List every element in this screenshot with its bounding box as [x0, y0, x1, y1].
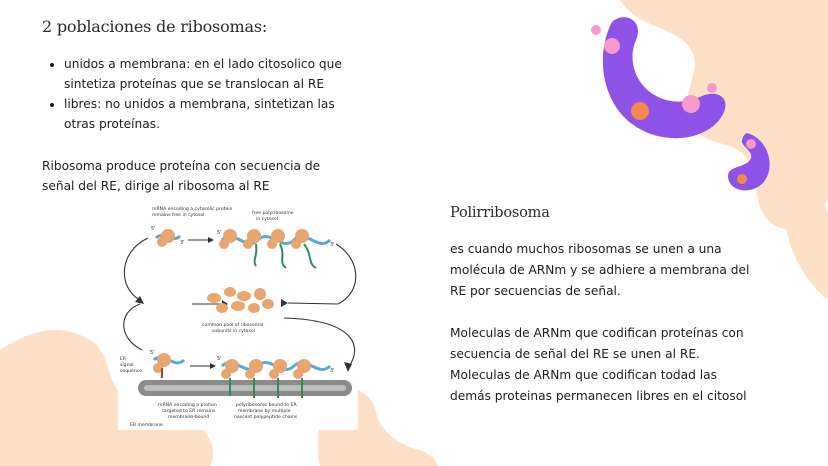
arrowhead: [344, 362, 352, 372]
peach-blob-right-edge: [785, 195, 828, 300]
label-er-signal-sequence: ER signal sequence: [120, 356, 142, 374]
polypeptide-chain: [253, 243, 258, 267]
bullet-item: libres: no unidos a membrana, sintetizan…: [64, 94, 364, 134]
polirribosoma-paragraph-2: Moleculas de ARNm que codifican proteína…: [450, 326, 747, 403]
three-prime-label: 3': [330, 368, 335, 374]
ribosome-icon: [243, 229, 261, 249]
cycle-arrow-lower-left: [123, 303, 143, 351]
page-title: 2 poblaciones de ribosomas:: [42, 17, 268, 36]
five-prime-label: 5': [217, 230, 222, 236]
arrowhead: [281, 299, 288, 307]
label-subunit-pool: common pool of ribosomal subunits in cyt…: [202, 322, 265, 334]
ribosome-icon: [157, 237, 167, 247]
crescent-spot: [682, 95, 700, 113]
small-crescent-spot: [737, 174, 747, 184]
ribosome-icon: [219, 229, 237, 249]
peach-blob-bottom-left: [0, 329, 214, 466]
ribosome-icon: [221, 359, 239, 379]
five-prime-label: 5': [217, 356, 222, 362]
cycle-arrow-left: [123, 237, 149, 301]
label-bound-polyribosome: polyribosome bound to ER membrane by mul…: [234, 402, 298, 420]
arrowhead: [210, 363, 216, 369]
three-prime-label: 3': [330, 242, 335, 248]
label-mrna-cytosolic: mRNA encoding a cytosolic protein remain…: [152, 206, 234, 218]
polirribosoma-paragraph-1: es cuando muchos ribosomas se unen a una…: [450, 242, 750, 298]
polypeptide-chain: [279, 243, 287, 269]
crescent-spot: [591, 25, 601, 35]
peach-blob-top-right: [620, 0, 828, 230]
ribosome-icon: [293, 359, 311, 379]
arrowhead: [135, 296, 144, 304]
cycle-arrow-lower-right: [283, 317, 356, 369]
polyribosome-diagram: 5' 3' 5' 3' 5' 5' 3' mRNA encoding a cyt…: [118, 200, 358, 430]
bullet-item: unidos a membrana: en el lado citosolico…: [64, 54, 364, 94]
label-er-membrane: ER membrane: [130, 422, 163, 428]
cycle-arrow-right: [335, 243, 357, 305]
crescent-spot: [707, 83, 717, 93]
ribosomal-subunit-pool: [207, 287, 274, 313]
three-prime-label: 3': [180, 240, 185, 246]
ribosome-icon: [269, 359, 287, 379]
ribosome-icon: [245, 359, 263, 379]
polypeptide-chain: [303, 243, 317, 269]
ribosome-icon: [153, 353, 171, 373]
crescent-spot: [604, 38, 620, 54]
bullet-list: unidos a membrana: en el lado citosolico…: [42, 54, 364, 134]
crescent-spot: [631, 102, 649, 120]
ribosome-paragraph: Ribosoma produce proteína con secuencia …: [42, 159, 321, 193]
five-prime-label: 5': [151, 226, 156, 232]
polirribosoma-heading: Polirribosoma: [450, 205, 550, 221]
label-mrna-er: mRNA encoding a protain targeted to ER r…: [158, 402, 218, 420]
ribosome-icon: [291, 229, 309, 249]
five-prime-label: 5': [150, 350, 155, 356]
small-crescent-spot: [746, 139, 756, 149]
arrowhead: [208, 237, 214, 243]
ribosome-icon: [267, 229, 285, 249]
label-free-polyribosome: free polyribosome in cytosol: [252, 210, 295, 222]
polirribosoma-text: es cuando muchos ribosomas se unen a una…: [450, 239, 750, 407]
